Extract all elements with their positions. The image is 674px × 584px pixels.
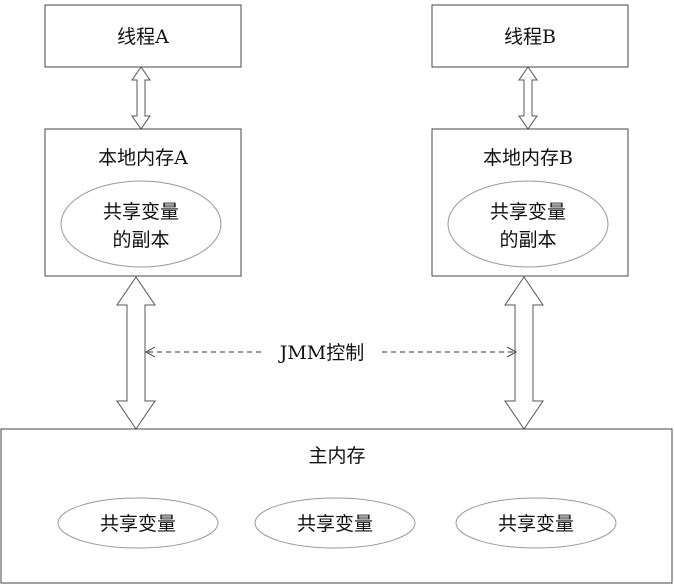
local-memory-b-box: 本地内存B 共享变量 的副本 xyxy=(431,128,629,277)
local-b-main-arrow xyxy=(504,276,544,430)
thread-a-local-arrow xyxy=(131,66,151,130)
local-a-main-arrow xyxy=(116,276,156,430)
main-memory-label: 主内存 xyxy=(308,445,365,467)
shared-variable-label: 共享变量 xyxy=(498,513,574,535)
thread-b-local-arrow xyxy=(518,66,538,130)
shared-variable-ellipse xyxy=(57,497,219,549)
local-copy-b-line2: 的副本 xyxy=(499,229,556,251)
jmm-control-connector: JMM控制 xyxy=(144,342,518,364)
thread-b-label: 线程B xyxy=(504,26,556,48)
shared-variable-label: 共享变量 xyxy=(100,513,176,535)
local-copy-a-ellipse xyxy=(60,180,222,268)
jmm-control-label: JMM控制 xyxy=(278,342,365,364)
shared-variable-label: 共享变量 xyxy=(297,513,373,535)
shared-variable-ellipse xyxy=(254,497,416,549)
main-memory-box: 主内存 共享变量 共享变量 共享变量 xyxy=(0,428,673,584)
local-memory-b-label: 本地内存B xyxy=(483,147,573,169)
local-copy-b-ellipse xyxy=(447,180,609,268)
thread-a-label: 线程A xyxy=(117,26,169,48)
local-copy-b-line1: 共享变量 xyxy=(490,201,566,223)
thread-b-box: 线程B xyxy=(431,4,629,68)
thread-a-box: 线程A xyxy=(44,4,242,68)
shared-variable-ellipse xyxy=(455,497,617,549)
local-copy-a-line2: 的副本 xyxy=(112,229,169,251)
local-copy-a-line1: 共享变量 xyxy=(103,201,179,223)
local-memory-a-label: 本地内存A xyxy=(98,147,188,169)
local-memory-a-box: 本地内存A 共享变量 的副本 xyxy=(44,128,242,277)
